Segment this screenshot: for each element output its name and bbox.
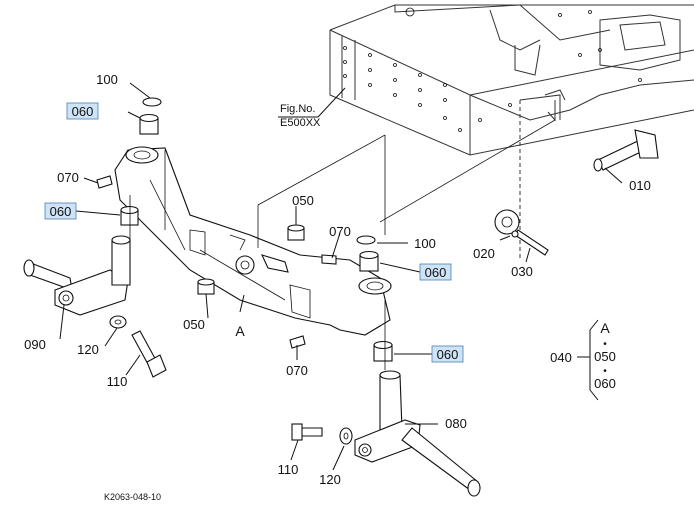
bushing-060-low <box>373 340 393 362</box>
callout-040[interactable]: 040 <box>550 350 572 365</box>
bolt-110-low <box>291 423 323 441</box>
highlight-060-low <box>431 345 464 363</box>
callout-050-group[interactable]: 050 <box>594 349 616 364</box>
callout-110-low[interactable]: 110 <box>278 462 299 477</box>
callout-060-mid[interactable]: 060 <box>425 265 447 280</box>
callout-060-left[interactable]: 060 <box>50 204 72 219</box>
group-label-a: A <box>600 320 610 336</box>
callout-050-mid[interactable]: 050 <box>292 193 314 208</box>
snap-ring-100-top <box>142 97 162 107</box>
grease-nipple-070-mid <box>321 254 337 265</box>
callout-070-left[interactable]: 070 <box>57 170 79 185</box>
callout-010[interactable]: 010 <box>629 178 651 193</box>
front-axle-beam <box>114 146 392 336</box>
callout-100-mid[interactable]: 100 <box>414 236 436 251</box>
figure-ref-line2: E500XX <box>280 117 321 129</box>
callout-100-top[interactable]: 100 <box>96 72 118 87</box>
callout-080[interactable]: 080 <box>445 416 467 431</box>
grease-nipple-070-low <box>289 335 306 349</box>
highlight-060-mid <box>419 263 452 281</box>
callout-120-left[interactable]: 120 <box>77 342 99 357</box>
callout-050-low[interactable]: 050 <box>183 317 205 332</box>
left-steering-spindle <box>23 235 131 316</box>
bushing-050-low <box>197 278 215 295</box>
callout-070-low[interactable]: 070 <box>286 363 308 378</box>
highlight-060-left <box>44 202 77 220</box>
callout-090[interactable]: 090 <box>24 337 46 352</box>
bushing-050-mid <box>287 224 305 241</box>
bushing-060-left <box>120 205 139 226</box>
highlight-060-top <box>66 102 99 120</box>
callout-060-low[interactable]: 060 <box>437 347 459 362</box>
washer-120-low <box>339 427 353 445</box>
callout-060-top[interactable]: 060 <box>72 104 94 119</box>
callout-070-mid[interactable]: 070 <box>329 224 351 239</box>
bushing-060-top <box>139 113 159 135</box>
pivot-pin-010 <box>593 129 659 172</box>
callout-060-group[interactable]: 060 <box>594 376 616 391</box>
right-steering-spindle <box>354 370 481 497</box>
cotter-pin-030 <box>511 229 549 256</box>
leader-lines <box>59 82 623 471</box>
callout-030[interactable]: 030 <box>511 264 533 279</box>
view-label-a: A <box>235 323 245 339</box>
snap-ring-100-mid <box>356 235 376 245</box>
bolt-110-left <box>131 330 167 378</box>
guide-lines <box>129 119 556 370</box>
grease-nipple-070-left <box>96 175 113 189</box>
callout-110-left[interactable]: 110 <box>107 374 128 389</box>
washer-120-left <box>109 315 127 329</box>
callout-020[interactable]: 020 <box>473 246 495 261</box>
drawing-code: K2063-048-10 <box>104 492 161 502</box>
bushing-060-mid <box>359 250 379 272</box>
figure-ref-line1: Fig.No. <box>280 103 315 115</box>
group-dot-1: • <box>603 339 607 350</box>
group-dot-2: • <box>603 366 607 377</box>
callout-120-low[interactable]: 120 <box>319 472 341 487</box>
castle-nut-020 <box>494 209 520 235</box>
